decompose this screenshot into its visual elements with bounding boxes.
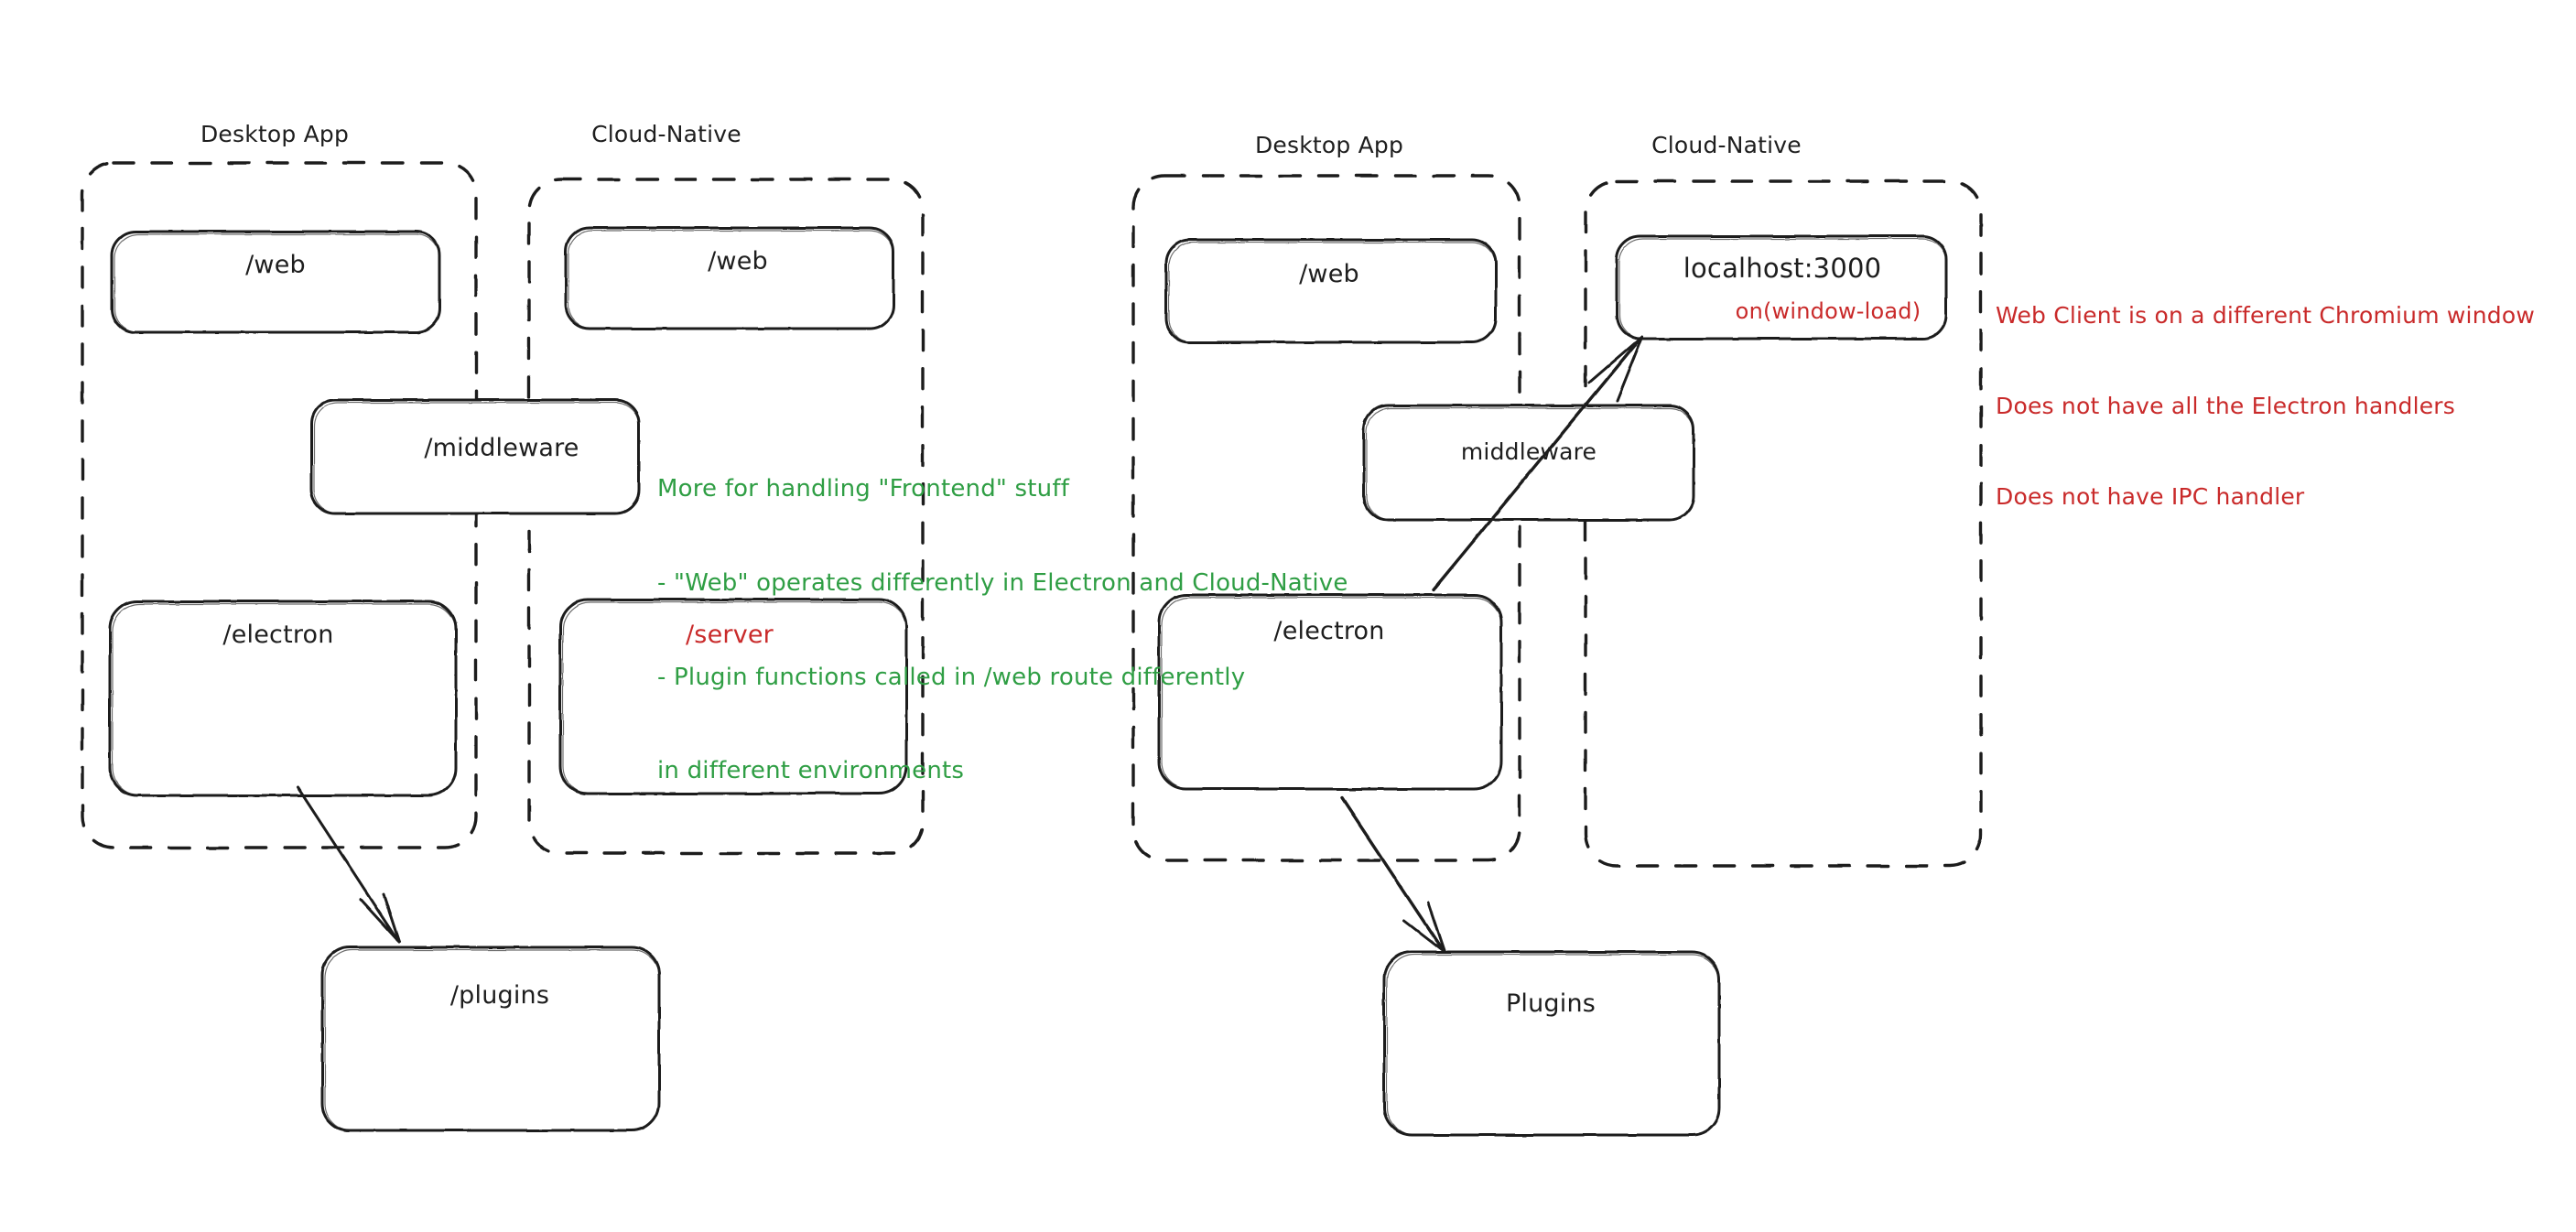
annotation-web-client-note-line-3: Does not have IPC handler xyxy=(1996,483,2305,510)
box-label-right-electron: /electron xyxy=(1273,617,1385,645)
group-title-left-desktop-app: Desktop App xyxy=(200,121,350,147)
box-label-left-server: /server xyxy=(686,621,774,649)
box-left-cloud-web[interactable] xyxy=(564,226,895,330)
annotation-frontend-note-line-1: More for handling "Frontend" stuff xyxy=(657,474,1070,503)
box-sublabel-right-localhost-onwindowload: on(window-load) xyxy=(1735,298,1921,324)
box-label-right-desktop-web: /web xyxy=(1299,260,1359,288)
group-title-left-cloud-native: Cloud-Native xyxy=(591,121,741,147)
arrow-left-electron-to-plugins xyxy=(296,785,401,944)
group-title-right-desktop-app: Desktop App xyxy=(1254,132,1404,158)
annotation-web-client-note: Web Client is on a different Chromium wi… xyxy=(1996,240,2535,572)
box-right-plugins[interactable] xyxy=(1382,950,1721,1137)
annotation-frontend-note-line-4: in different environments xyxy=(657,757,965,785)
box-left-plugins[interactable] xyxy=(320,946,661,1132)
box-left-desktop-web[interactable] xyxy=(110,230,441,334)
annotation-web-client-note-line-1: Web Client is on a different Chromium wi… xyxy=(1996,302,2535,329)
arrow-right-electron-to-plugins xyxy=(1340,796,1446,954)
box-label-right-plugins: Plugins xyxy=(1505,989,1596,1018)
box-label-left-cloud-web: /web xyxy=(708,247,768,276)
box-label-left-plugins: /plugins xyxy=(449,981,550,1010)
annotation-frontend-note-line-2: - "Web" operates differently in Electron… xyxy=(657,568,1348,597)
box-label-left-electron: /electron xyxy=(222,621,334,649)
annotation-frontend-note-line-3: - Plugin functions called in /web route … xyxy=(657,663,1246,691)
box-label-left-middleware: /middleware xyxy=(424,434,579,462)
box-left-plugins-ghost xyxy=(324,949,660,1131)
box-label-left-desktop-web: /web xyxy=(245,251,306,279)
box-right-desktop-web[interactable] xyxy=(1164,238,1498,344)
box-right-plugins-ghost xyxy=(1386,954,1720,1136)
annotation-frontend-note: More for handling "Frontend" stuff - "We… xyxy=(657,410,1348,849)
box-label-right-localhost: localhost:3000 xyxy=(1683,253,1882,284)
box-label-right-middleware: middleware xyxy=(1460,438,1597,465)
group-title-right-cloud-native: Cloud-Native xyxy=(1651,132,1802,158)
annotation-web-client-note-line-2: Does not have all the Electron handlers xyxy=(1996,393,2456,419)
